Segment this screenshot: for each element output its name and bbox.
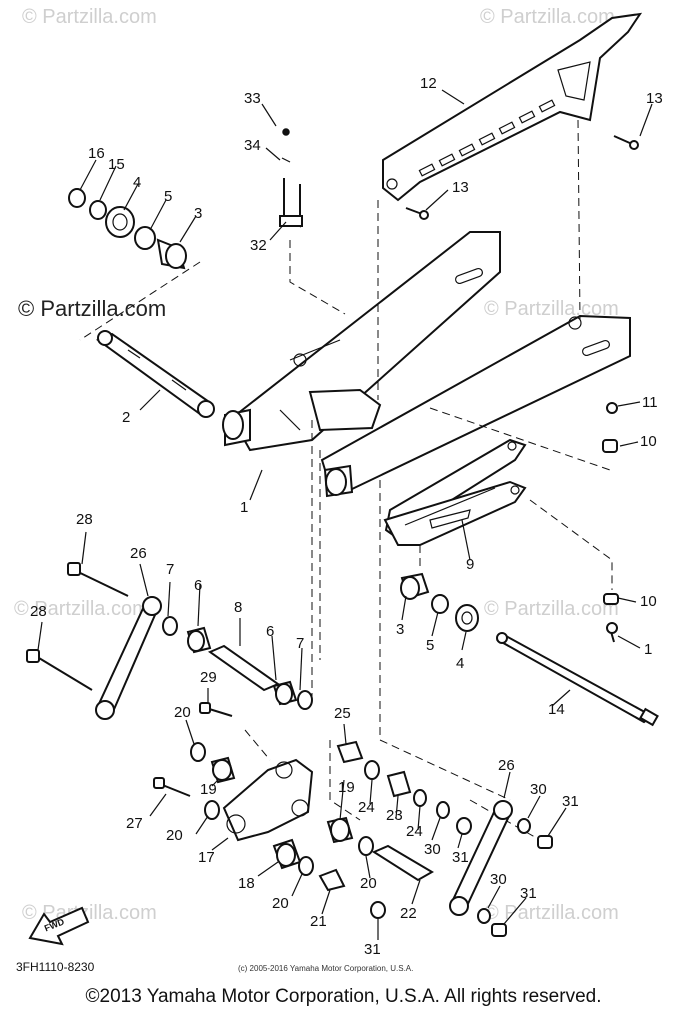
callout-7: 7 xyxy=(296,635,305,652)
callout-26: 26 xyxy=(498,757,515,774)
callout-33: 33 xyxy=(244,90,261,107)
callout-20: 20 xyxy=(360,875,377,892)
callout-5: 5 xyxy=(164,188,173,205)
callout-20: 20 xyxy=(166,827,183,844)
center-small-parts xyxy=(326,740,472,882)
watermark: © Partzilla.com xyxy=(484,598,619,620)
callout-13: 13 xyxy=(452,179,469,196)
callout-23: 23 xyxy=(386,807,403,824)
callout-29: 29 xyxy=(200,669,217,686)
callout-3: 3 xyxy=(396,621,405,638)
callout-22: 22 xyxy=(400,905,417,922)
callout-31: 31 xyxy=(562,793,579,810)
callout-19: 19 xyxy=(338,779,355,796)
part-26-links xyxy=(95,596,513,916)
callout-15: 15 xyxy=(108,156,125,173)
callout-5: 5 xyxy=(426,637,435,654)
callout-28: 28 xyxy=(76,511,93,528)
callout-14: 14 xyxy=(548,701,565,718)
callout-19: 19 xyxy=(200,781,217,798)
callout-34: 34 xyxy=(244,137,261,154)
callout-2: 2 xyxy=(122,409,131,426)
right-small-parts xyxy=(477,818,553,937)
part-2-pivot-shaft xyxy=(95,330,215,418)
right-bearing-group xyxy=(400,572,479,632)
callout-7: 7 xyxy=(166,561,175,578)
callout-1: 1 xyxy=(240,499,249,516)
part-28-bolts xyxy=(26,562,129,691)
callout-13: 13 xyxy=(646,90,663,107)
callout-31: 31 xyxy=(520,885,537,902)
callout-4: 4 xyxy=(456,655,465,672)
callout-20: 20 xyxy=(272,895,289,912)
copyright-footer: ©2013 Yamaha Motor Corporation, U.S.A. A… xyxy=(85,986,602,1007)
callout-11: 11 xyxy=(642,394,658,411)
part-14-axle xyxy=(495,632,659,727)
callout-1: 1 xyxy=(644,641,653,658)
callout-4: 4 xyxy=(133,174,142,191)
callout-9: 9 xyxy=(466,556,475,573)
top-left-bearing-group xyxy=(68,188,187,270)
callout-3: 3 xyxy=(194,205,203,222)
callout-30: 30 xyxy=(424,841,441,858)
fwd-arrow-icon xyxy=(28,906,90,946)
callout-leaders xyxy=(37,89,653,940)
callout-8: 8 xyxy=(234,599,243,616)
small-copyright: (c) 2005-2016 Yamaha Motor Corporation, … xyxy=(238,964,414,973)
part-6-7-8-collars xyxy=(162,616,313,710)
callout-10: 10 xyxy=(640,433,657,450)
watermark: © Partzilla.com xyxy=(22,6,157,28)
part-12-bracket xyxy=(382,12,643,202)
part-1-swingarm xyxy=(222,231,631,498)
callout-21: 21 xyxy=(310,913,327,930)
callout-24: 24 xyxy=(406,823,423,840)
lower-small-parts xyxy=(272,838,386,919)
callout-25: 25 xyxy=(334,705,351,722)
callout-17: 17 xyxy=(198,849,215,866)
callout-18: 18 xyxy=(238,875,255,892)
part-17-relay-arm xyxy=(222,758,314,842)
part-13-bolts xyxy=(405,135,639,220)
part-32-clamp xyxy=(279,128,303,228)
callout-20: 20 xyxy=(174,704,191,721)
part-10-11-caps xyxy=(602,402,619,643)
callout-26: 26 xyxy=(130,545,147,562)
callout-6: 6 xyxy=(194,577,203,594)
watermark: © Partzilla.com xyxy=(484,298,619,320)
left-small-parts xyxy=(153,702,236,820)
callout-32: 32 xyxy=(250,237,267,254)
callout-12: 12 xyxy=(420,75,437,92)
callout-6: 6 xyxy=(266,623,275,640)
callout-30: 30 xyxy=(490,871,507,888)
callout-31: 31 xyxy=(364,941,381,958)
callout-24: 24 xyxy=(358,799,375,816)
callout-10: 10 xyxy=(640,593,657,610)
part-9-chain-guard xyxy=(383,438,527,546)
watermark: © Partzilla.com xyxy=(14,598,149,620)
watermark: © Partzilla.com xyxy=(480,6,615,28)
callout-30: 30 xyxy=(530,781,547,798)
callout-28: 28 xyxy=(30,603,47,620)
diagram-code: 3FH1110-8230 xyxy=(16,960,95,974)
callout-31: 31 xyxy=(452,849,469,866)
callout-27: 27 xyxy=(126,815,143,832)
callout-16: 16 xyxy=(88,145,105,162)
